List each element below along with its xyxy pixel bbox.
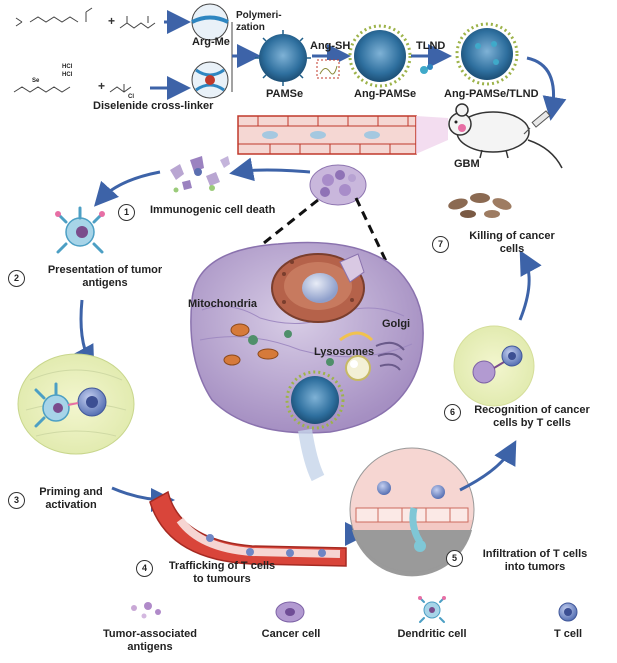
dying-cancer-cells [170,156,230,193]
recognition-circle [453,325,535,407]
cross-linker-label: Diselenide cross-linker [93,100,214,112]
arrow-step6-to-7 [518,250,542,321]
cross-linker-sphere [191,61,229,99]
dendritic-cell-presenting [55,206,105,254]
infiltration-circle [349,447,475,577]
step-7-label: Killing of cancer cells [469,230,555,255]
tumor-mass [309,164,367,206]
mitochondria-organelles [223,323,292,366]
ang-pamse-nanoparticle [348,24,412,88]
mouse-illustration [448,103,563,169]
ang-sh-label: Ang-SH [310,40,351,52]
arg-me-label: Arg-Me [192,36,230,48]
step-3-label: Priming and activation [39,486,103,511]
arrow-step5-to-6 [459,440,517,492]
dendritic-cell-icon [418,596,446,623]
arrow-to-icd [229,157,311,182]
syringe-icon [523,110,551,135]
monomer-structure [119,16,156,29]
plus-sign: + [108,14,115,28]
cancer-cell-cutaway [190,241,424,434]
arrow-step1-to-2 [93,170,161,207]
internalized-nanoparticle [285,370,345,430]
formula-se: Se [32,78,40,84]
pamse-label: PAMSe [266,88,304,100]
killed-cancer-cells [448,193,512,218]
step-7-number: 7 [432,236,449,253]
ang-pamse-tlnd-nanoparticle [455,22,519,86]
step-6-number: 6 [444,404,461,421]
tlnd-molecule [420,64,433,74]
arginine-structure [15,7,93,27]
arg-me-sphere [191,3,229,41]
amine-structure [13,86,71,93]
legend-dendritic-cell-label: Dendritic cell [397,628,467,640]
tlnd-label: TLND [416,40,446,52]
legend-antigens-label: Tumor-associated antigens [103,628,197,653]
priming-lymph-node [17,353,135,455]
step-5-number: 5 [446,550,463,567]
arrow-to-mouse [526,56,567,121]
zoom-beam [416,116,448,154]
step-5-label: Infiltration of T cells into tumors [482,548,588,573]
step-6-label: Recognition of cancer cells by T cells [474,404,590,429]
acryloyl-structure [109,84,132,93]
cancer-cell-icon [275,601,305,623]
legend-cancer-cell-label: Cancer cell [261,628,321,640]
step-3-number: 3 [8,492,25,509]
step-4-number: 4 [136,560,153,577]
blood-brain-barrier [237,115,417,155]
ang-pamse-label: Ang-PAMSe [354,88,417,100]
lysosome-organelles [326,331,374,381]
formula-cl: Cl [128,94,134,100]
trafficking-vessel [149,490,347,567]
polymerization-label: Polymeri- zation [236,10,282,33]
golgi-label: Golgi [382,318,411,330]
formula-hcl-2: HCl [62,72,73,78]
gbm-label: GBM [454,158,480,170]
pamse-nanoparticle [255,30,311,86]
step-2-label: Presentation of tumor antigens [47,264,163,289]
ang-pamse-tlnd-label: Ang-PAMSe/TLND [444,88,539,100]
ang-peptide [319,65,338,75]
antigen-icon [131,602,161,619]
legend-t-cell-label: T cell [553,628,583,640]
release-plume [298,428,325,482]
t-cell-icon [558,602,578,622]
step-1-number: 1 [118,204,135,221]
lysosomes-label: Lysosomes [314,346,375,358]
plus-sign-2: + [98,79,105,93]
nucleus [271,253,365,323]
step-2-number: 2 [8,270,25,287]
step-1-label: Immunogenic cell death [150,204,276,216]
arrow-step2-to-3 [72,299,95,370]
golgi-organelle [375,341,405,371]
step-4-label: Trafficking of T cells to tumours [168,560,276,585]
mitochondria-label: Mitochondria [188,298,258,310]
formula-hcl-1: HCl [62,64,73,70]
